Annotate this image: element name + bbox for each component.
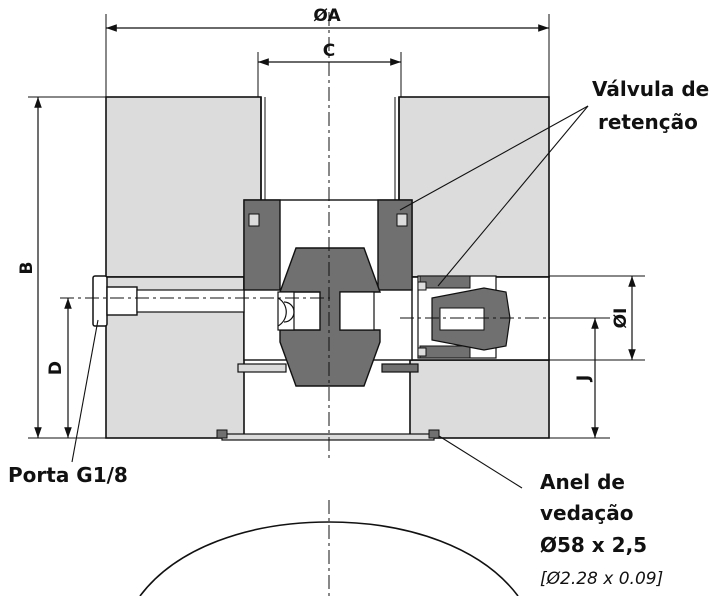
callout-seal-line1: Anel de <box>540 470 625 494</box>
port-bolt-shaft <box>136 289 245 313</box>
callout-seal-size-inch: [Ø2.28 x 0.09] <box>540 569 663 589</box>
dim-label-diameter-i: ØI <box>611 308 631 329</box>
dimension-lines <box>28 14 645 439</box>
dim-label-c: C <box>323 41 335 61</box>
plan-view <box>139 500 519 596</box>
dim-label-diameter-a: ØA <box>313 6 341 26</box>
callout-port: Porta G1/8 <box>8 463 128 487</box>
callout-check-valve-line1: Válvula de <box>592 77 709 101</box>
dim-label-b: B <box>17 262 37 275</box>
leader-lines <box>71 105 589 489</box>
valve-seat-left <box>243 199 281 291</box>
port-bolt-head <box>92 275 108 327</box>
seal-ring-left <box>216 429 228 439</box>
plan-view-outline <box>139 521 519 596</box>
callout-seal-size: Ø58 x 2,5 <box>540 533 647 557</box>
dim-label-d: D <box>46 361 66 375</box>
body-block-right-lower <box>409 359 550 439</box>
section-view <box>60 12 560 460</box>
body-block-left-upper <box>105 96 262 278</box>
callout-check-valve-line2: retenção <box>598 110 698 134</box>
seal-ring-right <box>428 429 440 439</box>
body-block-right-upper <box>398 96 550 278</box>
callout-seal-line2: vedação <box>540 501 634 525</box>
side-check-valve-seat-bottom <box>419 345 471 359</box>
dim-label-j: J <box>574 375 594 382</box>
